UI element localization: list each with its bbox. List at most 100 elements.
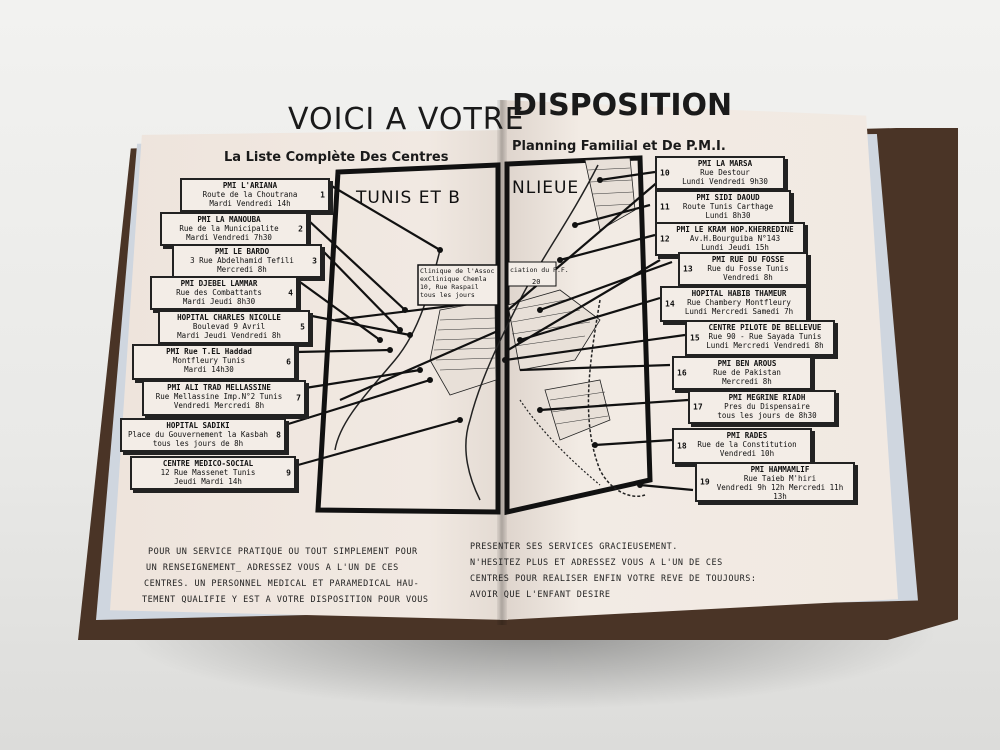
center-detail: tous les jours de 8h30 [717, 411, 817, 420]
paragraph-line: N'HESITEZ PLUS ET ADRESSEZ VOUS A L'UN D… [470, 558, 723, 568]
center-detail: Rue Taieb M'hiri [743, 474, 817, 483]
center-name: PMI RADES [726, 431, 768, 440]
center-number: 12 [660, 234, 670, 244]
inset-line: exClinique Chemla [420, 275, 487, 283]
subtitle-right: Planning Familial et De P.M.I. [512, 139, 726, 154]
center-detail: Rue de la Municipalite [179, 224, 279, 233]
center-detail: 3 Rue Abdelhamid Tefili [190, 256, 294, 265]
inset-line: tous les jours [420, 291, 475, 299]
center-number: 11 [660, 202, 670, 212]
center-number: 2 [298, 224, 303, 234]
center-name: PMI SIDI DAOUD [696, 193, 760, 202]
center-detail: Lundi Mercredi Vendredi 8h [706, 341, 824, 350]
center-detail: Rue Destour [700, 168, 750, 177]
paragraph-line: CENTRES POUR REALISER ENFIN VOTRE REVE D… [470, 574, 757, 584]
center-detail: Mercredi 8h [722, 377, 772, 386]
center-detail: Rue du Fosse Tunis [707, 264, 789, 273]
inset-line: Clinique de l'Assoc [420, 267, 495, 275]
center-name: PMI HAMMAMLIF [750, 465, 810, 474]
center-detail: Boulevad 9 Avril [192, 322, 266, 331]
center-name: PMI ALI TRAD MELLASSINE [167, 383, 271, 392]
center-detail: Rue 90 - Rue Sayada Tunis [708, 332, 822, 341]
center-detail: Rue de la Constitution [697, 440, 797, 449]
center-detail: Lundi Jeudi 15h [701, 243, 769, 252]
center-detail: Route de la Choutrana [202, 190, 298, 199]
center-number: 16 [677, 368, 687, 378]
center-detail: 12 Rue Massenet Tunis [160, 468, 256, 477]
headline-left: VOICI A VOTRE [288, 102, 525, 137]
center-detail: Route Tunis Carthage [682, 202, 774, 211]
paragraph-line: PRESENTER SES SERVICES GRACIEUSEMENT. [470, 542, 678, 552]
center-name: PMI DJEBEL LAMMAR [180, 279, 258, 288]
center-number: 13 [683, 264, 693, 274]
center-detail: Montfleury Tunis [172, 356, 246, 365]
paragraph-line: TEMENT QUALIFIE Y EST A VOTRE DISPOSITIO… [142, 595, 429, 605]
center-detail: tous les jours de 8h [152, 439, 244, 448]
center-name: PMI MEGRINE RIADH [728, 393, 806, 402]
center-name: PMI LE BARDO [214, 247, 270, 256]
center-detail: Rue Chambery Montfleury [687, 298, 791, 307]
center-detail: Jeudi Mardi 14h [174, 477, 242, 486]
center-number: 6 [286, 357, 291, 367]
center-detail: Vendredi 10h [719, 449, 775, 458]
center-name: PMI BEN AROUS [717, 359, 777, 368]
center-number: 17 [693, 402, 703, 412]
center-detail: Vendredi 9h 12h Mercredi 11h 13h [716, 483, 844, 501]
center-detail: Lundi 8h30 [705, 211, 751, 220]
map-title-left: TUNIS ET B [356, 188, 461, 208]
headline-right: DISPOSITION [512, 88, 733, 123]
center-detail: Mardi 14h30 [184, 365, 234, 374]
center-detail: Rue Mellassine Imp.N°2 Tunis [155, 392, 283, 401]
center-name: CENTRE MEDICO-SOCIAL [162, 459, 254, 468]
center-name: PMI L'ARIANA [222, 181, 278, 190]
center-name: PMI Rue T.EL Haddad [166, 347, 252, 356]
center-detail: Rue de Pakistan [713, 368, 781, 377]
center-number: 3 [312, 256, 317, 266]
paragraph-line: AVOIR QUE L'ENFANT DESIRE [470, 590, 611, 600]
center-detail: Mercredi 8h [217, 265, 267, 274]
center-detail: Place du Gouvernement la Kasbah [128, 430, 268, 439]
center-name: PMI RUE DU FOSSE [711, 255, 785, 264]
center-number: 5 [300, 322, 305, 332]
center-detail: Mardi Jeudi Vendredi 8h [177, 331, 281, 340]
subtitle-left: La Liste Complète Des Centres [224, 150, 449, 165]
center-number: 15 [690, 333, 700, 343]
center-number: 10 [660, 168, 670, 178]
paragraph-line: POUR UN SERVICE PRATIQUE OU TOUT SIMPLEM… [148, 547, 418, 557]
center-detail: Lundi Vendredi 9h30 [682, 177, 768, 186]
center-number: 9 [286, 468, 291, 478]
center-number: 18 [677, 441, 687, 451]
map-inset-pf: ciation du P.F. [510, 266, 569, 274]
center-detail: Rue des Combattants [176, 288, 262, 297]
paragraph-line: UN RENSEIGNEMENT_ ADRESSEZ VOUS A L'UN D… [146, 563, 399, 573]
center-number: 8 [276, 430, 281, 440]
center-name: PMI LA MARSA [697, 159, 753, 168]
center-detail: Vendredi 8h [723, 273, 773, 282]
center-detail: Pres du Dispensaire [724, 402, 810, 411]
center-detail: Mardi Jeudi 8h30 [182, 297, 256, 306]
center-number: 14 [665, 299, 675, 309]
center-name: PMI LA MANOUBA [197, 215, 261, 224]
map-title-right: NLIEUE [512, 178, 580, 198]
paragraph-line: CENTRES. UN PERSONNEL MEDICAL ET PARAMED… [144, 579, 420, 589]
center-detail: Mardi Vendredi 7h30 [186, 233, 272, 242]
center-name: HOPITAL HABIB THAMEUR [691, 289, 787, 298]
center-detail: Vendredi Mercredi 8h [173, 401, 265, 410]
